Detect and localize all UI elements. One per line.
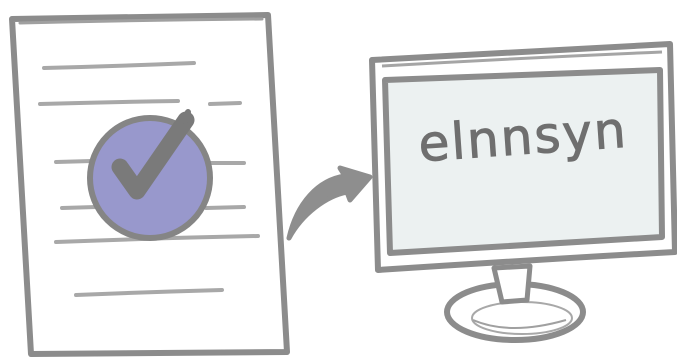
curved-arrow-icon	[289, 168, 370, 238]
monitor-stand-neck	[494, 266, 530, 302]
computer-monitor-icon	[372, 44, 675, 340]
